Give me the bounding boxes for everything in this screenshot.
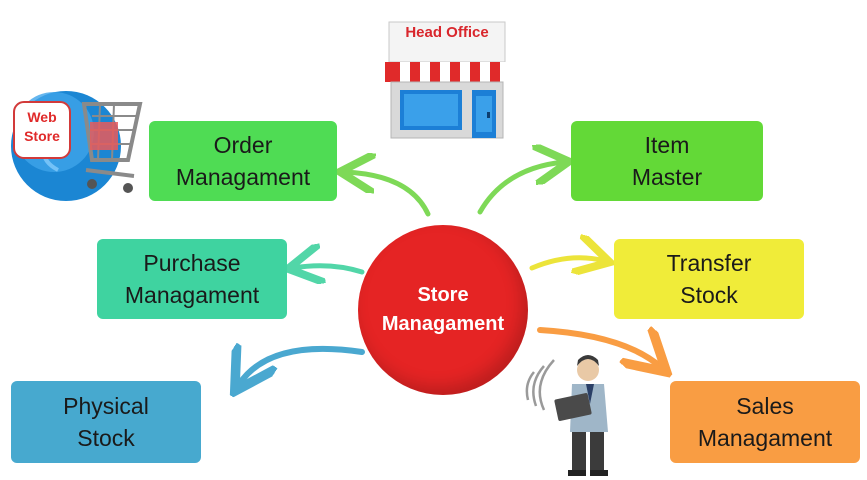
node-label: Transfer Stock: [666, 250, 752, 308]
arrow-to-transfer: [529, 258, 605, 268]
center-store-managament: Store Managament: [358, 225, 528, 395]
node-transfer-stock: Transfer Stock: [614, 239, 804, 319]
center-label: Store Managament: [381, 284, 505, 335]
node-item-master: Item Master: [571, 121, 763, 201]
arrow-to-order: [345, 172, 431, 217]
node-label: Item Master: [631, 132, 703, 190]
arrow-to-physical: [238, 349, 365, 386]
head-office-sign: Head Office: [405, 24, 489, 41]
node-sales-managament: Sales Managament: [670, 381, 860, 463]
node-order-managament: Order Managament: [149, 121, 337, 201]
arrow-to-item: [477, 162, 564, 215]
web-store-sign: Web Store: [24, 109, 60, 144]
arrow-to-purchase: [293, 266, 365, 272]
node-physical-stock: Physical Stock: [11, 381, 201, 463]
node-label: Order Managament: [175, 132, 311, 190]
node-label: Purchase Managament: [124, 250, 260, 308]
arrow-to-sales: [537, 330, 662, 368]
node-label: Sales Managament: [697, 393, 833, 451]
node-label: Physical Stock: [63, 393, 149, 451]
node-purchase-managament: Purchase Managament: [97, 239, 287, 319]
